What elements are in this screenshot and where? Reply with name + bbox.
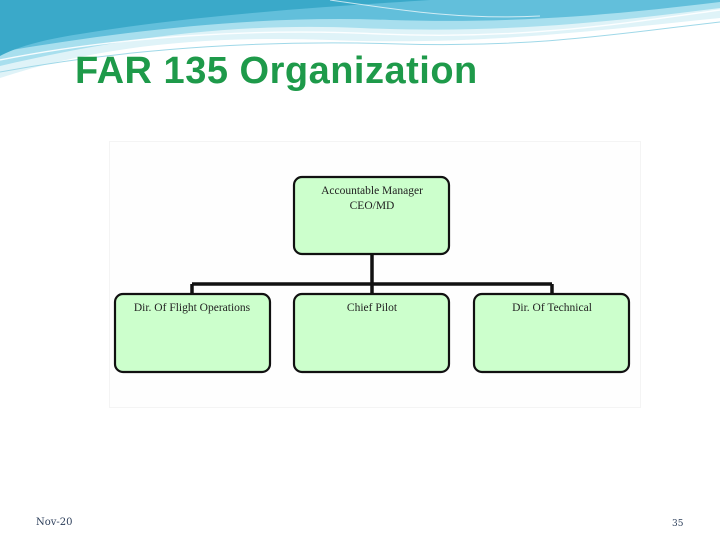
org-node-root-line1: Accountable Manager bbox=[321, 185, 423, 197]
org-chart: Accountable Manager CEO/MD Dir. Of Fligh… bbox=[110, 142, 640, 407]
slide-title: FAR 135 Organization bbox=[75, 50, 478, 92]
footer-date: Nov-20 bbox=[36, 517, 73, 528]
org-connectors bbox=[190, 254, 554, 294]
org-node-chief-pilot: Chief Pilot bbox=[292, 292, 451, 374]
org-node-chief-pilot-label: Chief Pilot bbox=[347, 302, 398, 314]
org-node-flight-operations-label: Dir. Of Flight Operations bbox=[134, 302, 251, 314]
org-node-root-line2: CEO/MD bbox=[350, 200, 395, 212]
org-node-accountable-manager: Accountable Manager CEO/MD bbox=[292, 175, 451, 256]
org-node-technical-label: Dir. Of Technical bbox=[512, 302, 592, 314]
org-chart-canvas: Accountable Manager CEO/MD Dir. Of Fligh… bbox=[113, 175, 631, 374]
page-number: 35 bbox=[672, 519, 684, 529]
org-node-flight-operations: Dir. Of Flight Operations bbox=[113, 292, 272, 374]
org-node-technical: Dir. Of Technical bbox=[472, 292, 631, 374]
header-wave-decoration bbox=[0, 0, 720, 78]
